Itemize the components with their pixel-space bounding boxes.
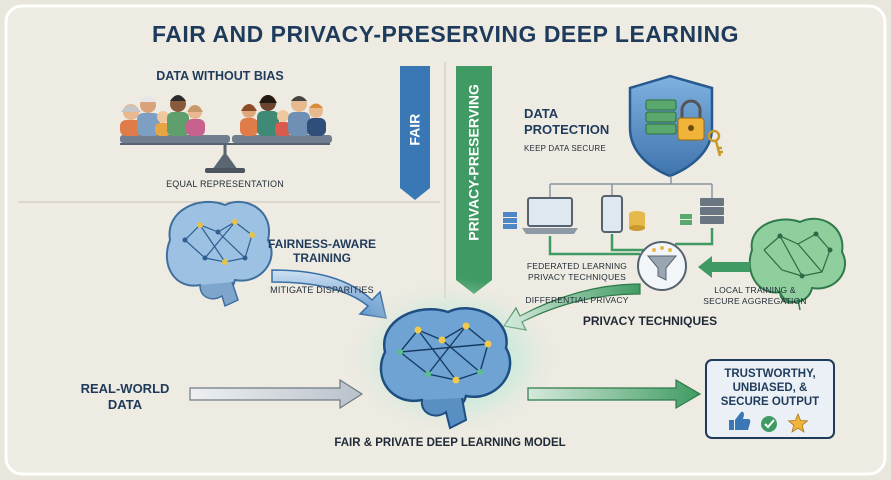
equal-representation-label: EQUAL REPRESENTATION — [166, 179, 284, 189]
page-title: FAIR AND PRIVACY-PRESERVING DEEP LEARNIN… — [151, 21, 740, 47]
input-arrow — [189, 378, 364, 410]
server-tower-icon — [680, 198, 724, 225]
fairness-brain-icon — [165, 200, 273, 308]
local-training-arrow — [698, 256, 750, 278]
keep-data-secure-label: KEEP DATA SECURE — [524, 144, 606, 153]
fair-banner — [400, 66, 430, 200]
device-connectors — [548, 228, 714, 256]
output-line2: UNBIASED, & — [732, 382, 808, 394]
differential-privacy-label: DIFFERENTIAL PRIVACY — [525, 295, 629, 305]
star-icon — [787, 412, 809, 433]
funnel-icon — [637, 241, 687, 291]
fairness-training-line1: FAIRNESS-AWARE — [267, 237, 376, 251]
thumbs-up-icon — [729, 411, 751, 430]
output-arrow — [527, 378, 702, 410]
shield-lock-icon — [628, 74, 723, 178]
people-group-left-icon — [120, 95, 205, 136]
fairness-training-line2: TRAINING — [293, 251, 351, 265]
database-icon — [629, 211, 645, 231]
check-badge-icon — [761, 416, 777, 432]
privacy-banner — [456, 66, 492, 294]
phone-icon — [601, 195, 623, 233]
data-without-bias-label: DATA WITHOUT BIAS — [156, 69, 284, 83]
federated-learning-line1: FEDERATED LEARNING — [526, 261, 628, 271]
real-world-data-line2: DATA — [107, 397, 143, 412]
local-training-line2: SECURE AGGREGATION — [703, 296, 807, 306]
balance-scale-icon — [120, 135, 332, 173]
real-world-data-line1: REAL-WORLD — [80, 381, 170, 396]
mitigate-disparities-label: MITIGATE DISPARITIES — [270, 285, 374, 295]
laptop-icon — [522, 197, 578, 234]
privacy-brain-icon — [748, 217, 847, 311]
output-line1: TRUSTWORTHY, — [724, 368, 816, 380]
output-line3: SECURE OUTPUT — [720, 396, 820, 408]
local-training-line1: LOCAL TRAINING & — [714, 285, 796, 295]
server-stack-icon — [503, 212, 517, 229]
federated-learning-line2: PRIVACY TECHNIQUES — [527, 272, 627, 282]
data-protection-line2: PROTECTION — [524, 122, 610, 137]
data-protection-line1: DATA — [524, 106, 559, 121]
privacy-techniques-label: PRIVACY TECHNIQUES — [582, 314, 718, 328]
people-group-right-icon — [240, 95, 326, 136]
fair-banner-label: FAIR — [406, 113, 423, 146]
model-label: FAIR & PRIVATE DEEP LEARNING MODEL — [334, 437, 566, 449]
privacy-banner-label: PRIVACY-PRESERVING — [465, 84, 482, 241]
model-brain-icon — [379, 307, 512, 430]
